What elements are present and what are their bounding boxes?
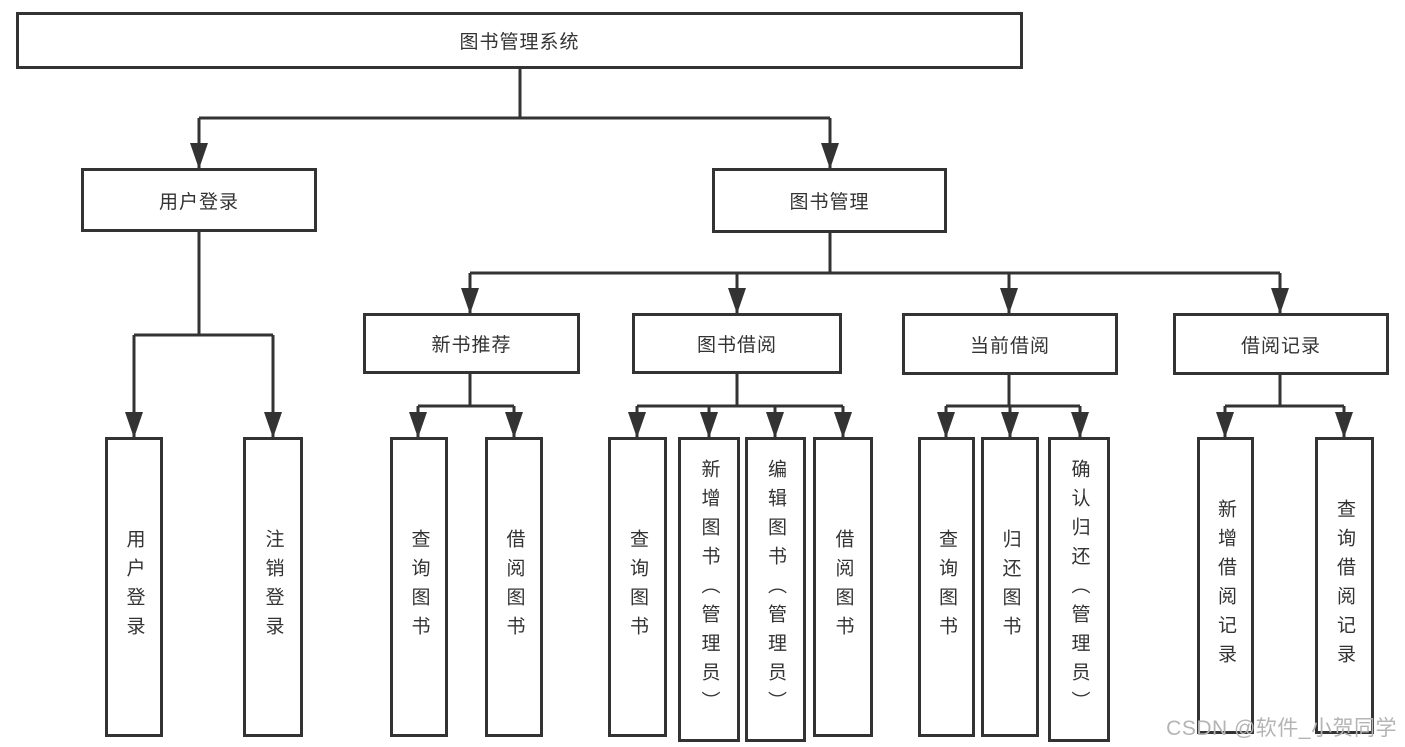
node-label: 编辑图书（管理员） (765, 459, 786, 720)
node-label: 查询图书 (408, 529, 430, 645)
leaf-logout-login: 注销登录 (243, 437, 303, 737)
node-borrow-records: 借阅记录 (1173, 313, 1389, 375)
node-label: 确认归还（管理员） (1068, 459, 1090, 720)
leaf-edit-book-admin: 编辑图书（管理员） (745, 437, 806, 742)
node-book-management: 图书管理 (712, 168, 947, 233)
leaf-user-login: 用户登录 (105, 437, 163, 737)
leaf-return-books: 归还图书 (981, 437, 1039, 737)
node-label: 图书管理 (789, 192, 870, 213)
node-label: 图书借阅 (696, 335, 777, 356)
leaf-confirm-return-admin: 确认归还（管理员） (1048, 437, 1110, 742)
node-label: 借阅图书 (832, 529, 854, 645)
leaf-query-borrow-record: 查询借阅记录 (1315, 437, 1374, 734)
node-label: 查询借阅记录 (1334, 498, 1355, 673)
leaf-query-books-recommend: 查询图书 (390, 437, 448, 737)
node-label: 新增借阅记录 (1215, 498, 1236, 673)
node-root-library-system: 图书管理系统 (16, 12, 1023, 69)
node-current-borrowing: 当前借阅 (902, 313, 1118, 375)
node-label: 查询图书 (627, 529, 648, 645)
node-user-login: 用户登录 (81, 168, 317, 232)
node-label: 用户登录 (158, 191, 239, 213)
leaf-add-borrow-record: 新增借阅记录 (1197, 437, 1254, 734)
node-label: 新增图书（管理员） (698, 459, 720, 720)
node-book-borrowing: 图书借阅 (632, 313, 842, 374)
leaf-borrow-books-recommend: 借阅图书 (485, 437, 543, 737)
node-label: 用户登录 (123, 529, 145, 645)
node-label: 借阅图书 (503, 529, 525, 645)
node-new-book-recommend: 新书推荐 (363, 313, 580, 374)
node-label: 注销登录 (262, 529, 284, 645)
leaf-add-book-admin: 新增图书（管理员） (678, 437, 740, 742)
node-label: 归还图书 (999, 529, 1021, 645)
leaf-borrow-books: 借阅图书 (813, 437, 873, 737)
node-label: 当前借阅 (969, 335, 1050, 357)
leaf-query-books-current: 查询图书 (918, 437, 975, 737)
node-label: 查询图书 (936, 529, 957, 645)
node-label: 图书管理系统 (459, 32, 580, 53)
node-label: 新书推荐 (431, 335, 512, 356)
csdn-watermark: CSDN @软件_小贺同学 (1166, 717, 1397, 740)
leaf-query-books-borrowing: 查询图书 (608, 437, 667, 737)
node-label: 借阅记录 (1240, 335, 1321, 357)
